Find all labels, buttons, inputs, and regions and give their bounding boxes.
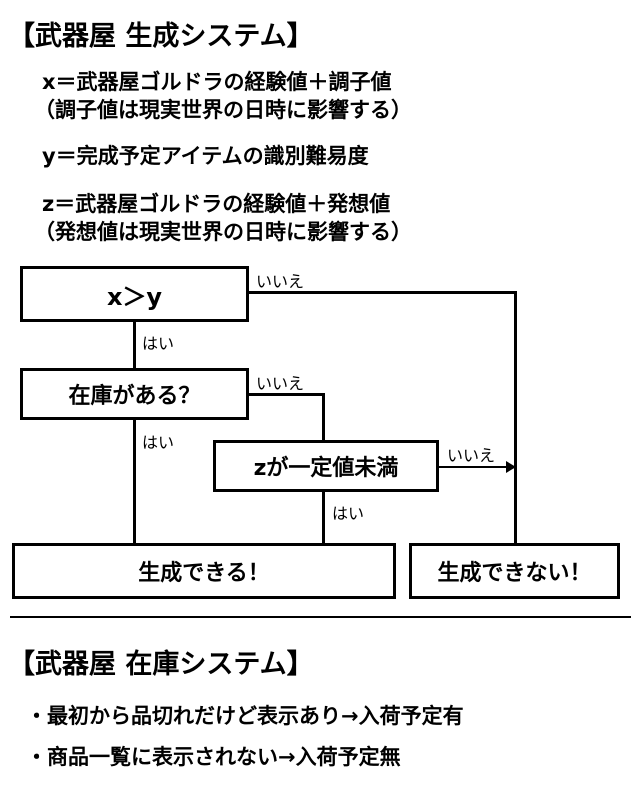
condition-x-greater-y: x＞y [20, 266, 249, 322]
arrowhead-icon [506, 461, 516, 473]
connector-line [322, 393, 325, 440]
x-definition-note: （調子値は現実世界の日時に影響する） [34, 98, 412, 122]
branch-label-yes: はい [142, 433, 175, 452]
branch-label-yes: はい [332, 504, 365, 523]
section-divider [10, 616, 631, 618]
inventory-system-title: 【武器屋 在庫システム】 [8, 649, 314, 680]
connector-line [133, 322, 136, 369]
connector-line [133, 420, 136, 543]
result-can-generate: 生成できる！ [12, 543, 396, 599]
inventory-rule-1: ・最初から品切れだけど表示あり→入荷予定有 [26, 704, 464, 728]
branch-label-yes: はい [142, 334, 175, 353]
connector-line [246, 291, 517, 294]
z-definition: z＝武器屋ゴルドラの経験値＋発想値 [42, 192, 391, 216]
connector-line [322, 492, 325, 543]
condition-z-below-threshold: zが一定値未満 [213, 440, 439, 492]
connector-line [246, 393, 325, 396]
generation-system-title: 【武器屋 生成システム】 [8, 21, 314, 52]
condition-in-stock: 在庫がある？ [20, 368, 249, 420]
branch-label-no: いいえ [256, 374, 305, 393]
z-definition-note: （発想値は現実世界の日時に影響する） [34, 220, 412, 244]
y-definition: y＝完成予定アイテムの識別難易度 [42, 144, 369, 168]
connector-line [514, 291, 517, 543]
branch-label-no: いいえ [256, 272, 305, 291]
branch-label-no: いいえ [447, 446, 496, 465]
x-definition: x＝武器屋ゴルドラの経験値＋調子値 [42, 70, 392, 94]
inventory-rule-2: ・商品一覧に表示されない→入荷予定無 [26, 745, 401, 769]
connector-line [437, 466, 509, 468]
result-cannot-generate: 生成できない！ [409, 543, 620, 599]
